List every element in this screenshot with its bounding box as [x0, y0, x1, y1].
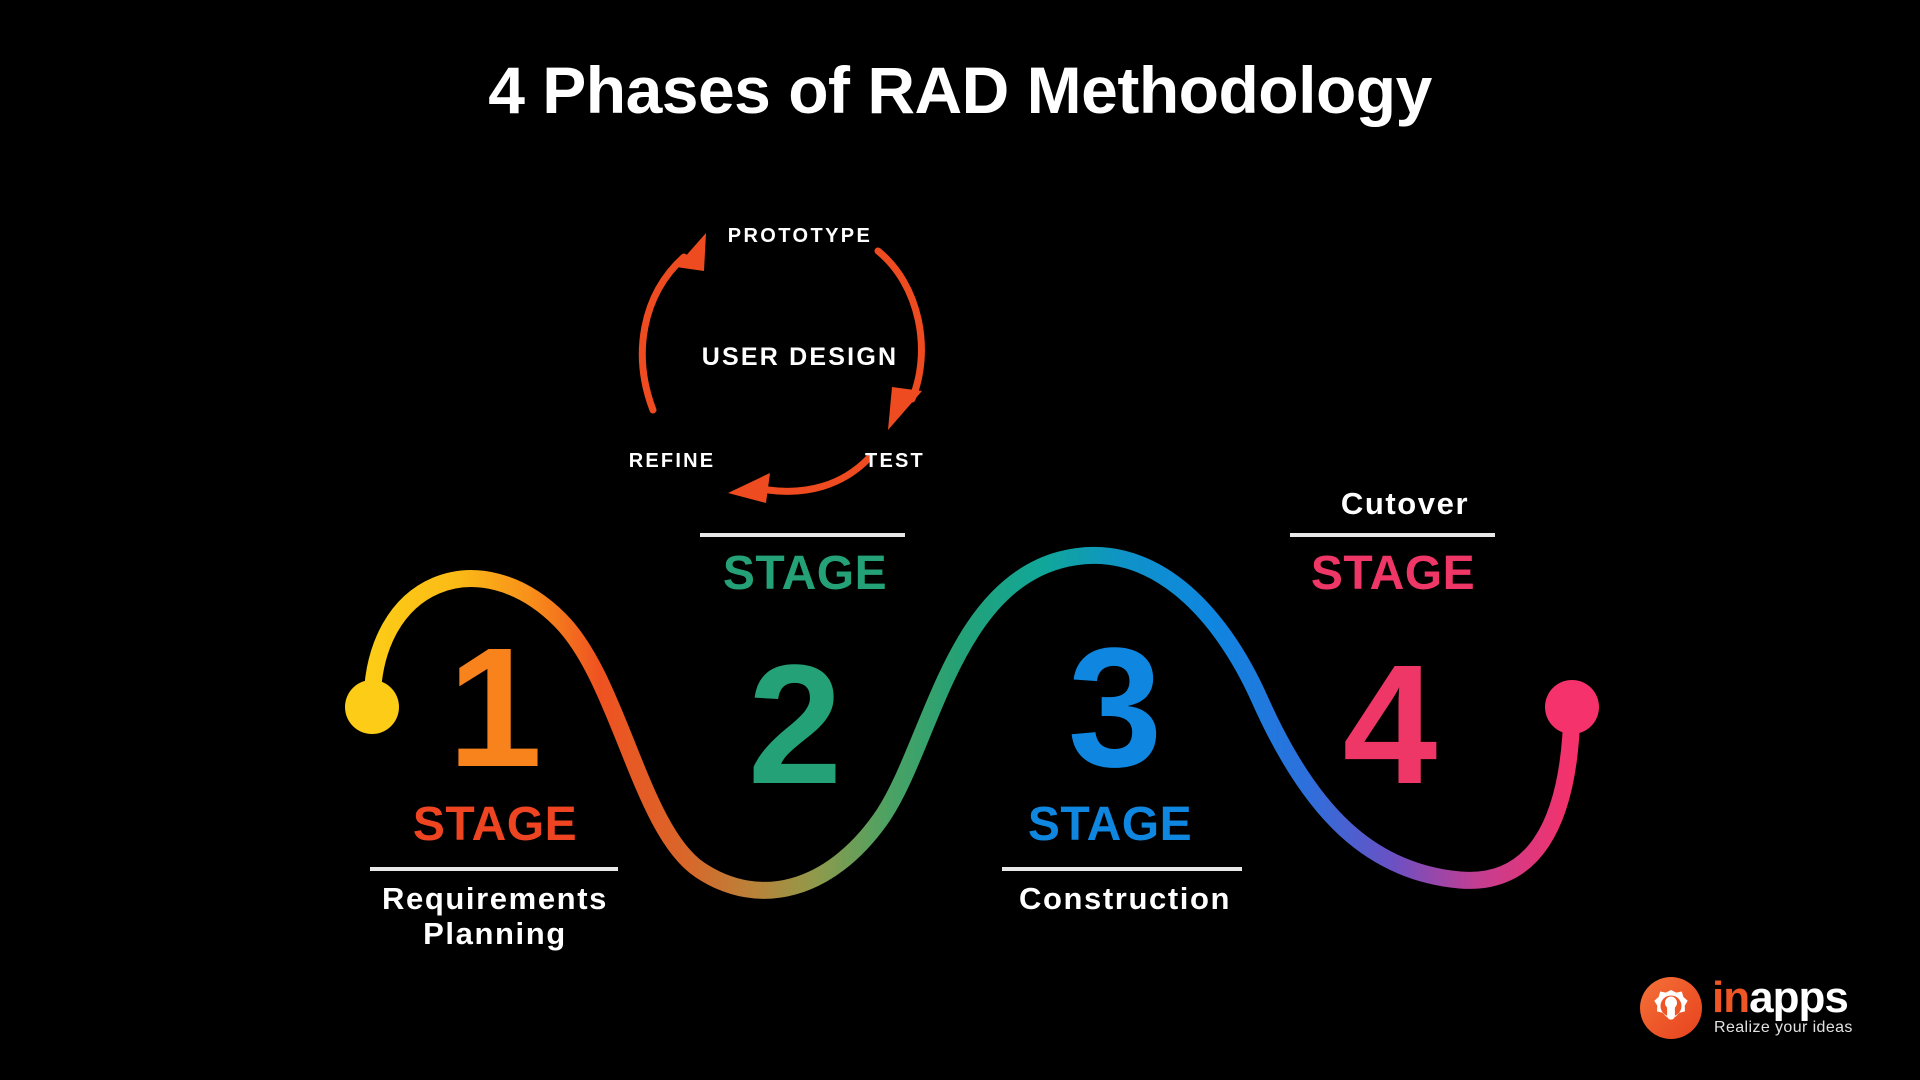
user-design-cycle-diagram: PROTOTYPE USER DESIGN REFINE TEST — [620, 205, 980, 505]
cycle-label-user-design: USER DESIGN — [701, 343, 899, 371]
gear-rocket-icon — [1640, 977, 1702, 1039]
logo-word-in: in — [1712, 973, 1750, 1022]
cycle-label-prototype: PROTOTYPE — [727, 225, 873, 247]
stage-3-label: STAGE — [1027, 798, 1193, 851]
wave-end-dot — [1545, 680, 1599, 734]
stage-3-description: Construction — [1018, 881, 1232, 916]
cycle-label-refine: REFINE — [628, 450, 716, 472]
cycle-arrow-right-head — [888, 387, 922, 430]
inapps-logo[interactable]: inapps Realize your ideas — [1640, 973, 1880, 1043]
stage-3-number: 3 — [1067, 613, 1163, 803]
cycle-arrow-bottom-path — [764, 454, 873, 495]
logo-wordmark: inapps — [1712, 973, 1849, 1023]
cycle-arrow-left-path — [638, 253, 688, 414]
stage-4-number: 4 — [1342, 630, 1438, 820]
cycle-arrow-bottom-head — [728, 473, 770, 503]
stage-1-divider — [370, 867, 618, 871]
stage-4-divider — [1290, 533, 1495, 537]
stage-flow-wave — [345, 547, 1599, 899]
cycle-label-test: TEST — [865, 450, 925, 472]
stage-4-description: Cutover — [1340, 486, 1470, 521]
logo-word-apps: apps — [1749, 973, 1849, 1022]
page-title: 4 Phases of RAD Methodology — [488, 53, 1432, 127]
wave-start-dot — [345, 680, 399, 734]
stage-2-number: 2 — [747, 630, 843, 820]
logo-tagline: Realize your ideas — [1714, 1019, 1853, 1036]
stage-2-label: STAGE — [722, 547, 888, 600]
wave-path — [363, 547, 1581, 899]
stage-3-divider — [1002, 867, 1242, 871]
cycle-arrow-left-head — [676, 233, 706, 271]
stage-1-label: STAGE — [412, 798, 578, 851]
stage-4-label: STAGE — [1310, 547, 1476, 600]
cycle-arrows-svg — [638, 233, 925, 503]
stage-2-divider — [700, 533, 905, 537]
stage-1-number: 1 — [447, 613, 543, 803]
cycle-arrow-right-path — [874, 247, 925, 403]
